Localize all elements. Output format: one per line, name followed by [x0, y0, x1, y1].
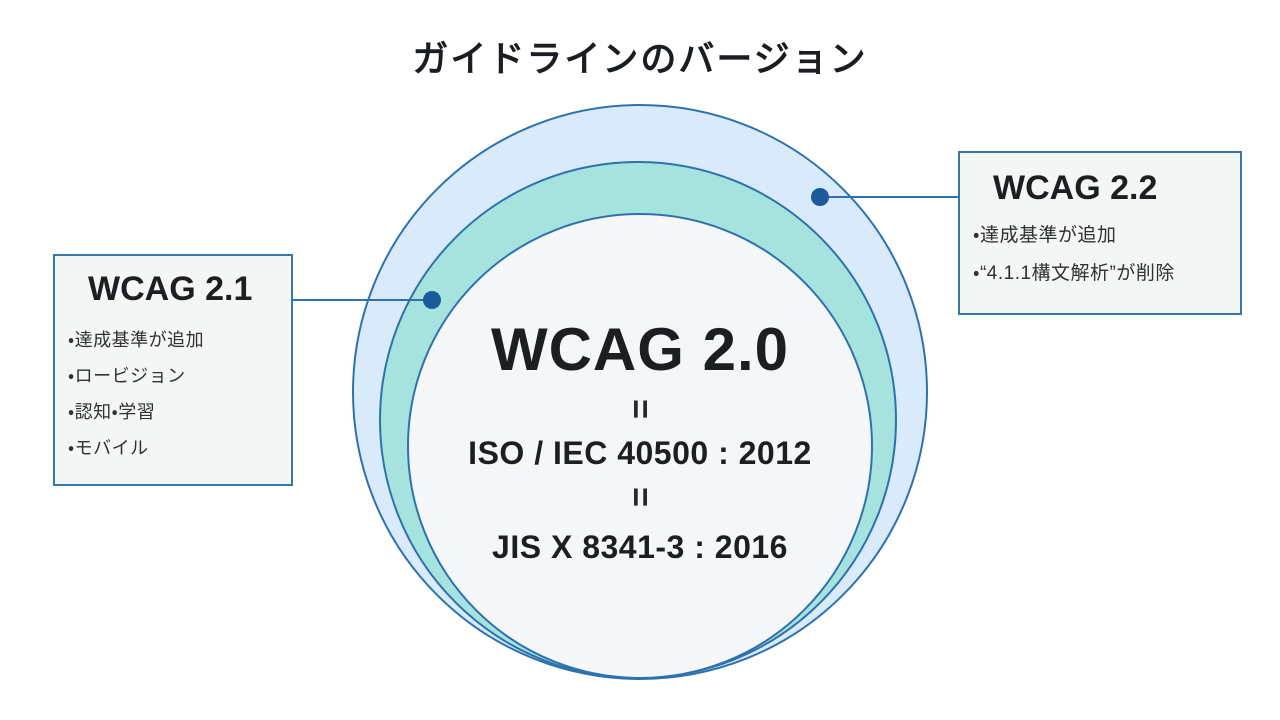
- wcag22-bullet-list: ・達成基準が追加 ・“4.1.1構文解析”が削除: [973, 217, 1240, 293]
- wcag20-center-label: WCAG 2.0 = ISO / IEC 40500 : 2012 = JIS …: [0, 320, 1280, 566]
- wcag22-connector-dot: [811, 188, 829, 206]
- bullet-item: ・達成基準が追加: [68, 330, 205, 350]
- equals-sign-icon: =: [620, 487, 659, 507]
- bullet-item: ・モバイル: [68, 438, 149, 458]
- bullet-item: ・ロービジョン: [68, 366, 186, 386]
- wcag21-connector-line: [293, 299, 432, 301]
- equals-sign-icon: =: [620, 399, 659, 419]
- wcag22-callout-title: WCAG 2.2: [993, 169, 1158, 207]
- wcag20-inner-circle: [407, 213, 873, 679]
- wcag20-heading: WCAG 2.0: [490, 316, 790, 383]
- iso-standard-label: ISO / IEC 40500 : 2012: [468, 435, 812, 471]
- bullet-item: ・達成基準が追加: [973, 225, 1117, 246]
- wcag21-connector-dot: [423, 291, 441, 309]
- wcag22-callout: WCAG 2.2 ・達成基準が追加 ・“4.1.1構文解析”が削除: [958, 151, 1242, 315]
- jis-standard-label: JIS X 8341-3 : 2016: [492, 529, 788, 565]
- bullet-item: ・“4.1.1構文解析”が削除: [973, 263, 1175, 284]
- wcag21-callout-title: WCAG 2.1: [88, 270, 253, 308]
- diagram-title: ガイドラインのバージョン: [412, 38, 868, 79]
- bullet-item: ・認知・学習: [68, 402, 156, 422]
- equals-row: =: [0, 482, 1280, 512]
- wcag21-callout: WCAG 2.1 ・達成基準が追加 ・ロービジョン ・認知・学習 ・モバイル: [53, 254, 293, 486]
- wcag21-bullet-list: ・達成基準が追加 ・ロービジョン ・認知・学習 ・モバイル: [68, 322, 291, 466]
- wcag22-connector-line: [820, 196, 958, 198]
